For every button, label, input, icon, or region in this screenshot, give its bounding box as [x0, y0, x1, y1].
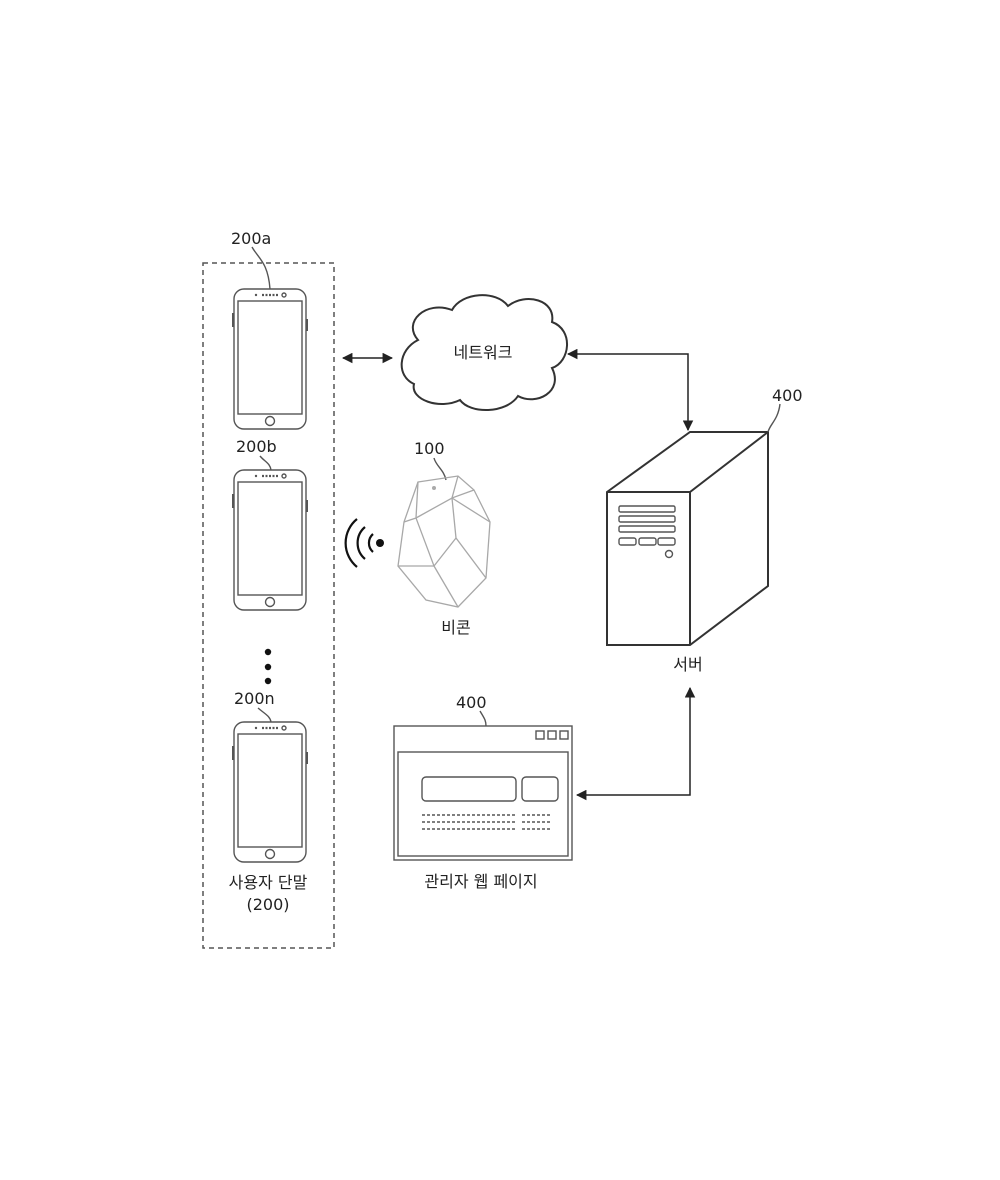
wireless-signal-icon — [346, 519, 384, 567]
network-label: 네트워크 — [454, 343, 513, 362]
server-icon — [607, 432, 768, 645]
phone-200n — [232, 722, 308, 862]
admin-page-label: 관리자 웹 페이지 — [424, 872, 537, 891]
leader-200b — [260, 456, 271, 470]
ref-200n: 200n — [234, 689, 275, 708]
leader-400-server — [768, 404, 780, 432]
user-terminal-ref: (200) — [246, 895, 289, 914]
ellipsis-dot — [265, 649, 271, 655]
user-terminal-label: 사용자 단말 — [229, 873, 308, 892]
phone-200b — [232, 470, 308, 610]
leader-400-admin — [480, 711, 486, 726]
ref-100: 100 — [414, 439, 445, 458]
leader-200n — [258, 708, 271, 722]
ellipsis-dot — [265, 678, 271, 684]
ellipsis-dot — [265, 664, 271, 670]
ref-400-server: 400 — [772, 386, 803, 405]
beacon-label: 비콘 — [441, 618, 470, 637]
network-server-arrow — [568, 354, 688, 430]
leader-100 — [434, 458, 446, 480]
beacon-icon — [398, 476, 490, 607]
server-label: 서버 — [673, 655, 702, 674]
ref-200a: 200a — [231, 229, 271, 248]
leader-200a — [252, 247, 270, 289]
ref-200b: 200b — [236, 437, 277, 456]
ref-400-admin: 400 — [456, 693, 487, 712]
admin-web-page-icon — [394, 726, 572, 860]
phone-200a — [232, 289, 308, 429]
server-admin-arrow — [577, 688, 690, 795]
